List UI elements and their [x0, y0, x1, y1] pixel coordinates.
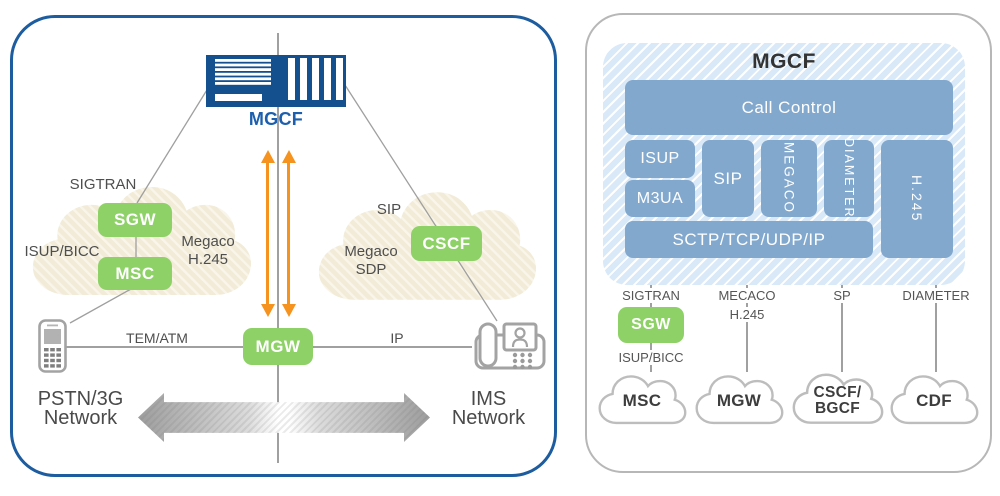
mgw-cloud-shape — [695, 375, 784, 425]
diameter-box: DIAMETER — [824, 138, 874, 219]
diameter-column-line — [935, 285, 937, 372]
col-h245-label: H.245 — [725, 307, 769, 322]
sip-box: SIP — [702, 140, 754, 217]
tem-atm-label: TEM/ATM — [126, 330, 188, 346]
sip-cloud-title: SIP — [376, 201, 402, 218]
megaco-box: MEGACO — [761, 140, 817, 217]
megaco-h245-line2: H.245 — [187, 251, 229, 268]
pstn-network-line1: PSTN/3G — [37, 388, 124, 410]
desk-phone-icon — [474, 322, 546, 370]
cdf-cloud-shape — [890, 375, 979, 425]
sigtran-cloud-shape — [32, 186, 252, 296]
pstn-network-line2: Network — [43, 407, 118, 429]
cdf-cloud-label: CDF — [916, 391, 952, 410]
cscf-bgcf-cloud-shape — [792, 373, 884, 424]
mgcf-server-icon — [206, 55, 346, 107]
sgw-node: SGW — [98, 203, 172, 237]
signalling-arrow-right — [281, 150, 296, 317]
col-sp-label: SP — [829, 288, 855, 303]
cscf-bgcf-line1: CSCF/ — [813, 384, 862, 401]
megaco-h245-label: Megaco H.245 — [160, 233, 256, 269]
sgw-node-right: SGW — [618, 307, 684, 343]
pstn-network-label: PSTN/3G Network — [18, 388, 143, 429]
ims-network-line1: IMS — [470, 388, 507, 410]
msc-cloud-shape — [598, 375, 687, 425]
isup-box: ISUP — [625, 140, 695, 178]
megaco-sdp-line2: SDP — [355, 261, 387, 278]
cscf-node: CSCF — [411, 226, 482, 261]
h245-box: H.245 — [881, 140, 953, 258]
ims-network-label: IMS Network — [426, 388, 551, 429]
transport-box: SCTP/TCP/UDP/IP — [625, 221, 873, 258]
center-axis-line — [277, 33, 279, 463]
col-mecaco-label: MECACO — [714, 288, 780, 303]
isup-bicc-label-right: ISUP/BICC — [614, 350, 688, 365]
isup-bicc-label: ISUP/BICC — [24, 243, 100, 260]
ip-label: IP — [390, 330, 404, 346]
cscf-bgcf-cloud-label: CSCF/ BGCF — [790, 385, 885, 417]
megaco-sdp-line1: Megaco — [344, 243, 398, 260]
mobile-phone-icon — [38, 319, 67, 373]
stack-title: MGCF — [752, 50, 816, 73]
cscf-bgcf-line2: BGCF — [814, 400, 861, 417]
sigtran-cloud-title: SIGTRAN — [69, 176, 137, 193]
msc-cloud-label: MSC — [622, 391, 662, 410]
ims-network-line2: Network — [451, 407, 526, 429]
col-diameter-label: DIAMETER — [898, 288, 974, 303]
m3ua-box: M3UA — [625, 180, 695, 217]
sp-column-line — [841, 285, 843, 372]
signalling-arrow-left — [260, 150, 275, 317]
msc-node: MSC — [98, 257, 172, 290]
col-sigtran-label: SIGTRAN — [618, 288, 684, 303]
mgw-node: MGW — [243, 328, 313, 365]
call-control-box: Call Control — [625, 80, 953, 135]
megaco-sdp-label: Megaco SDP — [323, 243, 419, 279]
mecaco-column-line — [746, 285, 748, 372]
megaco-h245-line1: Megaco — [181, 233, 235, 250]
mgcf-server-label: MGCF — [248, 109, 304, 129]
mgw-cloud-label: MGW — [716, 391, 762, 410]
